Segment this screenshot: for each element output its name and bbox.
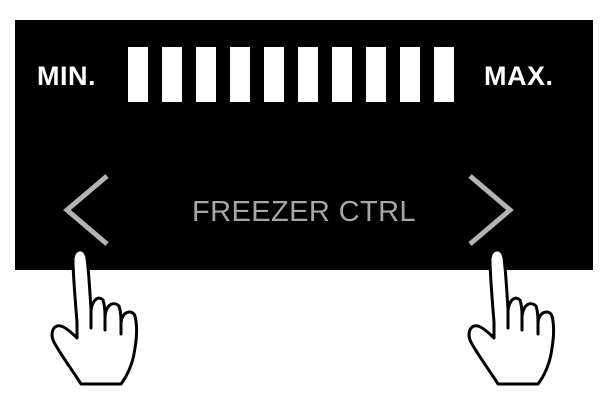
decrease-button[interactable] [57, 170, 117, 250]
level-segment [264, 47, 284, 102]
level-segment [230, 47, 250, 102]
pointing-hand-icon [45, 238, 165, 398]
level-segment [434, 47, 454, 102]
chevron-left-icon [63, 174, 109, 246]
freezer-level-bar [128, 47, 454, 102]
level-segment [162, 47, 182, 102]
freezer-ctrl-title: FREEZER CTRL [192, 196, 416, 228]
level-segment [128, 47, 148, 102]
max-label: MAX. [484, 61, 554, 91]
level-segment [298, 47, 318, 102]
freezer-control-panel: MIN. MAX. FREEZER CTRL [15, 20, 593, 270]
chevron-right-icon [468, 174, 514, 246]
increase-button[interactable] [460, 170, 520, 250]
level-segment [366, 47, 386, 102]
level-segment [332, 47, 352, 102]
level-segment [196, 47, 216, 102]
level-segment [400, 47, 420, 102]
pointing-hand-icon [462, 238, 582, 398]
min-label: MIN. [37, 61, 96, 91]
